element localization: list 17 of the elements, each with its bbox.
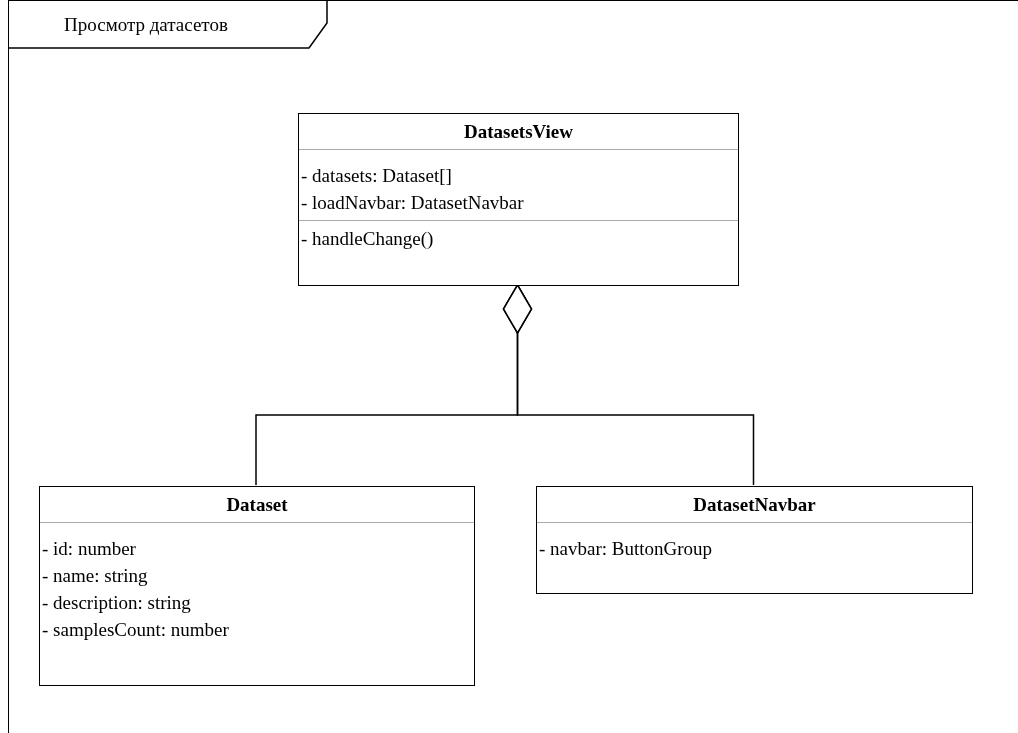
frame bbox=[8, 0, 1018, 733]
attribute-text: - navbar: ButtonGroup bbox=[539, 537, 713, 561]
attribute-text: - samplesCount: number bbox=[42, 618, 229, 642]
class-box bbox=[39, 486, 475, 686]
attribute-text: - loadNavbar: DatasetNavbar bbox=[301, 191, 524, 215]
attribute-text: - name: string bbox=[42, 564, 148, 588]
attribute-text: - id: number bbox=[42, 537, 136, 561]
class-name: DatasetsView bbox=[463, 120, 573, 144]
class-box bbox=[536, 486, 973, 594]
attribute-text: - description: string bbox=[42, 591, 191, 615]
class-name: Dataset bbox=[226, 493, 288, 517]
class-box bbox=[298, 113, 739, 286]
frame-title: Просмотр датасетов bbox=[64, 13, 228, 37]
method-text: - handleChange() bbox=[301, 227, 434, 251]
aggregation-line bbox=[502, 284, 755, 486]
class-name: DatasetNavbar bbox=[693, 493, 816, 517]
attribute-text: - datasets: Dataset[] bbox=[301, 164, 452, 188]
